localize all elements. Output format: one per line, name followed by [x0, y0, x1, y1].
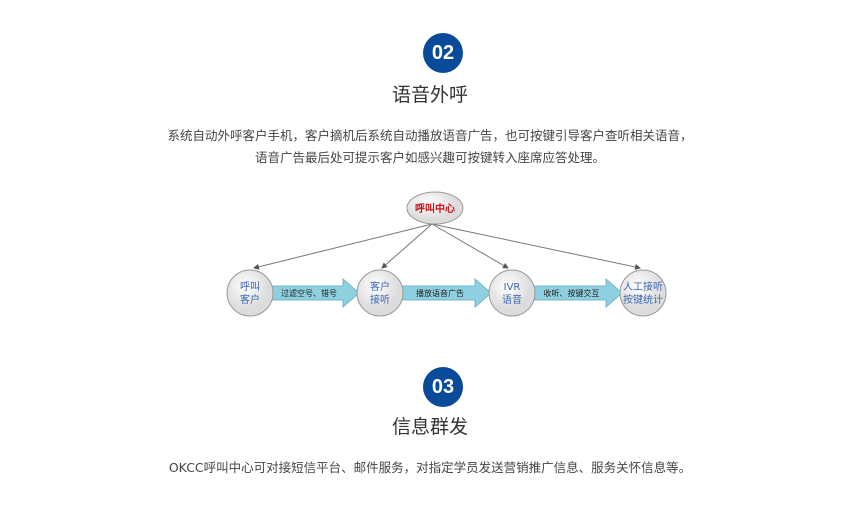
connector-line	[431, 223, 641, 270]
flow-node	[226, 269, 274, 317]
flow-node	[488, 269, 536, 317]
section-title: 语音外呼	[391, 84, 468, 106]
description-line: 系统自动外呼客户手机，客户摘机后系统自动播放语音广告，也可按键引导客户查听相关语…	[167, 128, 693, 143]
flow-node	[619, 269, 667, 317]
call-center-label: 呼叫中心	[415, 202, 455, 215]
flow-node-label: 语音	[502, 293, 522, 306]
call-center-node	[406, 191, 464, 225]
flow-node-label: 按键统计	[623, 293, 663, 306]
flow-node-label: 呼叫	[240, 281, 260, 293]
flow-arrow-label: 过滤空号、错号	[281, 288, 337, 298]
section-description: 系统自动外呼客户手机，客户摘机后系统自动播放语音广告，也可按键引导客户查听相关语…	[0, 125, 860, 169]
flow-node	[356, 269, 404, 317]
connector-line	[253, 223, 433, 270]
connector-line	[431, 223, 509, 269]
section-number-badge: 03	[423, 367, 463, 407]
section-number-badge: 02	[423, 33, 463, 73]
flow-node-label: 人工接听	[623, 280, 663, 293]
flow-arrow	[400, 277, 492, 309]
flow-node-label: 客户	[370, 280, 390, 293]
description-line: 语音广告最后处可提示客户如感兴趣可按键转入座席应答处理。	[254, 150, 605, 165]
connector-line	[381, 223, 433, 269]
description-line: OKCC呼叫中心可对接短信平台、邮件服务，对指定学员发送营销推广信息、服务关怀信…	[168, 460, 692, 475]
flow-node-label: 接听	[370, 293, 390, 306]
flow-node-label: 客户	[240, 293, 260, 306]
flow-arrow-label: 收听、按键交互	[544, 288, 600, 298]
flow-arrow-label: 播放语音广告	[416, 288, 464, 298]
flow-arrow	[270, 277, 360, 309]
flow-arrow	[532, 277, 623, 309]
section-description: OKCC呼叫中心可对接短信平台、邮件服务，对指定学员发送营销推广信息、服务关怀信…	[0, 457, 860, 479]
flow-node-label: IVR	[504, 282, 521, 293]
section-title: 信息群发	[391, 416, 468, 438]
